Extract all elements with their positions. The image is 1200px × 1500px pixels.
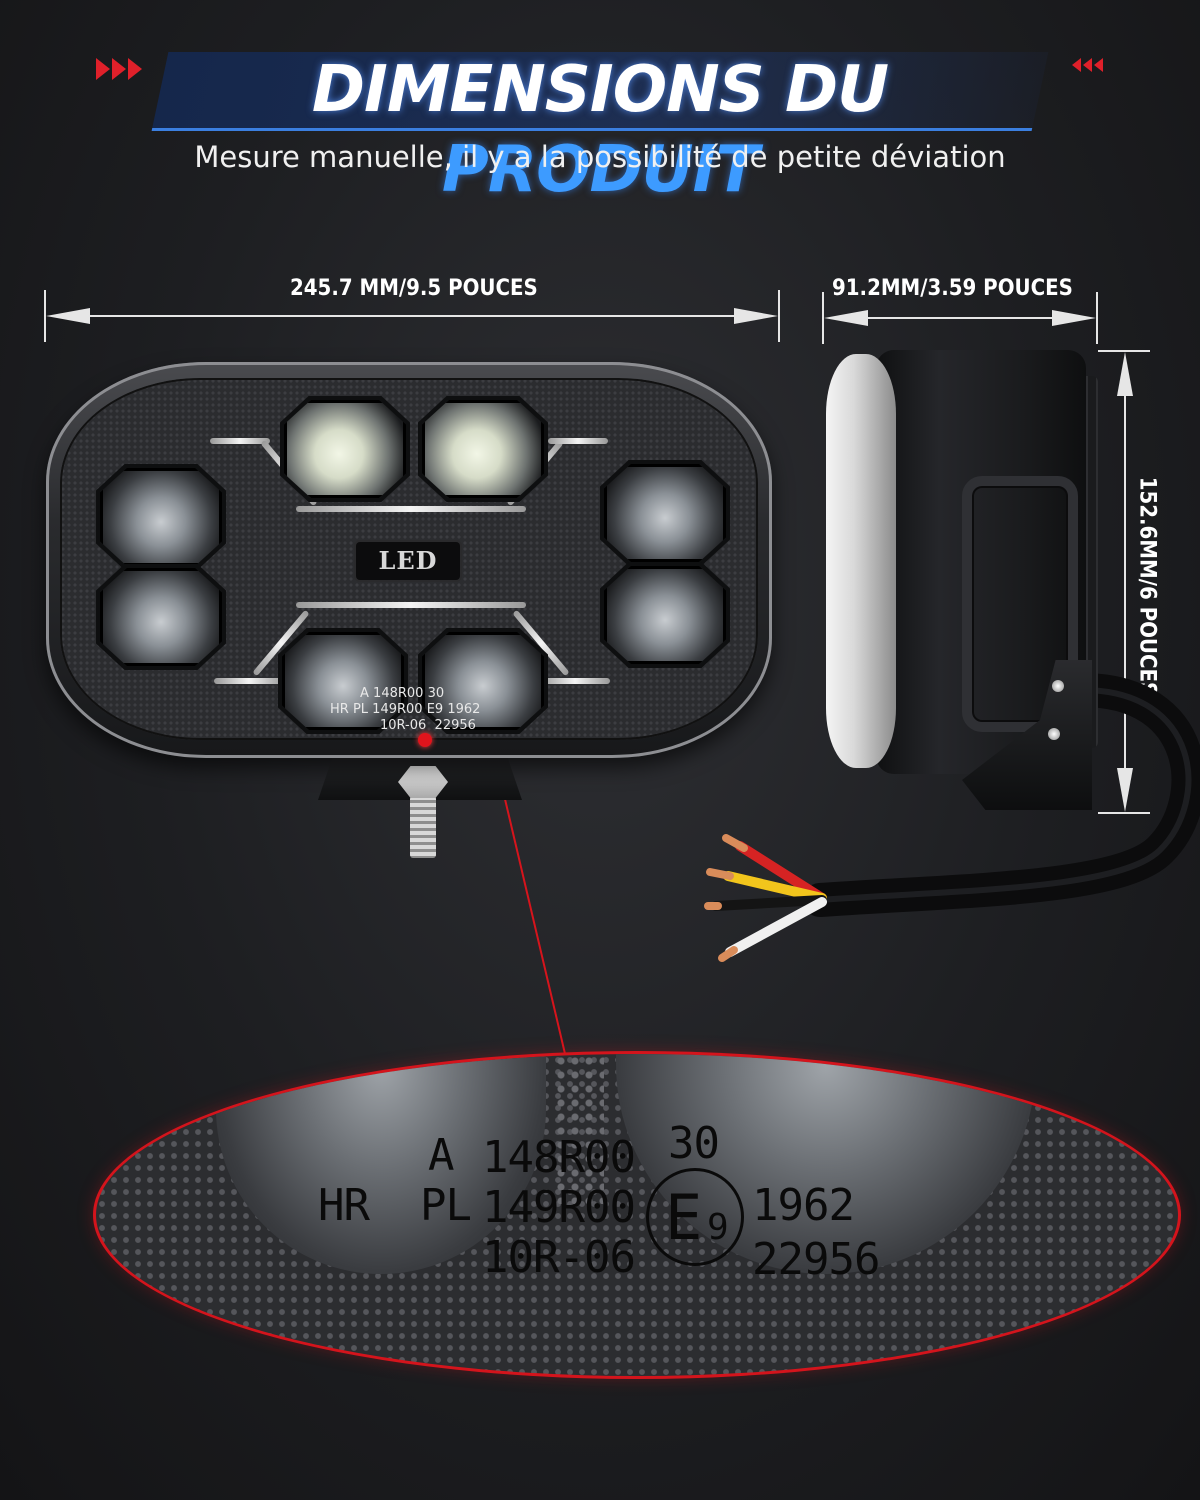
height-dimension-line xyxy=(1124,390,1126,776)
drl-strip-bottom-center xyxy=(296,602,526,608)
drl-strip-top-center xyxy=(296,506,526,512)
cert-line2-extra: 1962 xyxy=(752,1180,855,1231)
e-mark-icon: E 9 xyxy=(646,1168,744,1266)
arrow-right-icon xyxy=(734,308,778,324)
arrow-down-icon xyxy=(1117,768,1133,812)
arrow-left-icon xyxy=(824,310,868,326)
page-title: DIMENSIONS DU PRODUIT xyxy=(160,50,1040,207)
lens-top-right xyxy=(422,400,544,498)
chevron-right-icon xyxy=(96,58,142,80)
led-badge: LED xyxy=(356,542,460,580)
small-cert-line3: 10R-06 22956 xyxy=(380,718,476,733)
certification-zoom xyxy=(96,1054,1178,1376)
lens-top-left xyxy=(284,400,406,498)
mount-bolt xyxy=(410,796,436,858)
zoom-drl-strip xyxy=(554,1054,604,1204)
depth-tick-right xyxy=(1096,292,1098,344)
cert-line1-extra: 30 xyxy=(668,1118,720,1169)
title-part1: DIMENSIONS DU xyxy=(311,53,889,127)
width-dimension-line xyxy=(80,315,744,317)
side-lamp-lens xyxy=(826,354,896,768)
cert-line1-class: A xyxy=(428,1130,454,1181)
cert-line3-code: 10R-06 xyxy=(482,1232,636,1283)
width-dimension-label: 245.7 MM/9.5 POUCES xyxy=(290,276,538,301)
drl-strip-bottom-right xyxy=(540,678,610,684)
lens-upper-right xyxy=(604,464,726,562)
screw-icon xyxy=(1052,680,1064,692)
arrow-right-icon xyxy=(1052,310,1096,326)
height-tick-top xyxy=(1098,350,1150,352)
height-tick-bottom xyxy=(1098,812,1150,814)
drl-strip-bottom-left xyxy=(214,678,284,684)
cert-line3-extra: 22956 xyxy=(752,1234,880,1285)
arrow-left-icon xyxy=(46,308,90,324)
drl-strip-top-left xyxy=(210,438,270,444)
chevron-left-icon xyxy=(1072,58,1103,72)
arrow-up-icon xyxy=(1117,352,1133,396)
lens-upper-left xyxy=(100,468,222,566)
side-lamp-panel xyxy=(962,476,1078,732)
width-tick-left xyxy=(44,290,46,342)
zoom-marker-dot xyxy=(418,733,432,747)
page-subtitle: Mesure manuelle, il y a la possibilité d… xyxy=(194,140,1006,174)
small-cert-line1: A 148R00 30 xyxy=(360,686,445,701)
cert-line2-class: HR PL xyxy=(318,1180,472,1231)
small-cert-line2: HR PL 149R00 E9 1962 xyxy=(330,702,481,717)
width-tick-right xyxy=(778,290,780,342)
e-mark-number: 9 xyxy=(707,1207,729,1248)
cert-line2-code: 149R00 xyxy=(482,1182,636,1233)
lens-lower-left xyxy=(100,568,222,666)
e-mark-letter: E xyxy=(665,1181,703,1254)
depth-dimension-line xyxy=(860,317,1060,319)
title-part2: PRODUIT xyxy=(441,133,759,207)
screw-icon xyxy=(1048,728,1060,740)
lens-bottom-right xyxy=(422,632,544,730)
depth-dimension-label: 91.2MM/3.59 POUCES xyxy=(832,276,1073,301)
lens-bottom-left xyxy=(282,632,404,730)
lens-lower-right xyxy=(604,566,726,664)
depth-tick-left xyxy=(822,292,824,344)
drl-strip-top-right xyxy=(548,438,608,444)
cert-line1-code: 148R00 xyxy=(482,1132,636,1183)
